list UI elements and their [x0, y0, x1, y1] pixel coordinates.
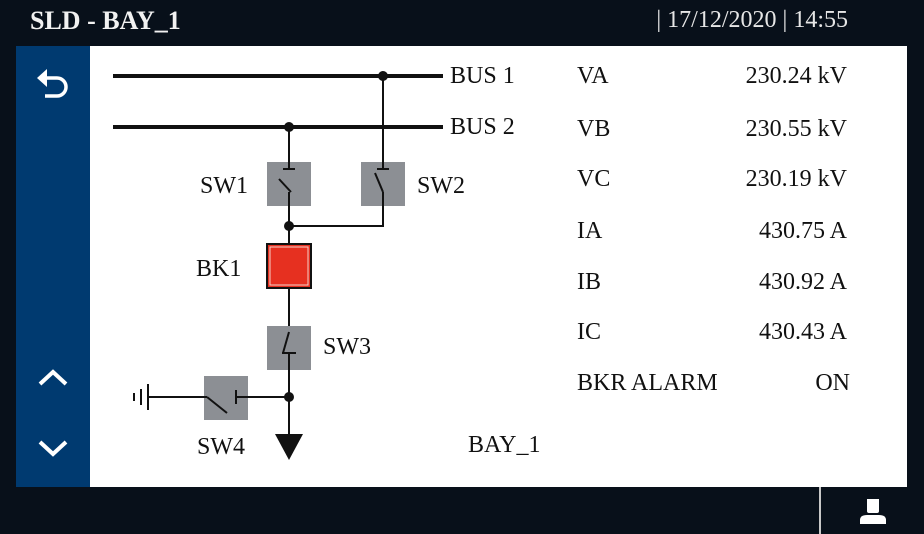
measurement-row: IA 430.75 A [577, 218, 847, 248]
measurement-name: VA [577, 63, 609, 89]
measurement-name: IB [577, 269, 601, 295]
measurement-row: VA 230.24 kV [577, 63, 847, 93]
measurement-name: IA [577, 218, 603, 244]
measurement-name: BKR ALARM [577, 370, 718, 396]
footer-divider [819, 487, 821, 534]
measurement-name: IC [577, 319, 601, 345]
measurement-value: 230.24 kV [745, 63, 847, 89]
ground-icon [133, 384, 149, 410]
measurement-value: 430.75 A [758, 218, 847, 244]
measurement-value: 230.19 kV [745, 166, 847, 192]
sw1-label: SW1 [200, 173, 248, 199]
sidebar [16, 46, 90, 487]
scroll-up-button[interactable] [16, 352, 90, 404]
single-line-diagram [113, 71, 443, 460]
sw2-label: SW2 [417, 173, 465, 199]
bus-1-label: BUS 1 [450, 63, 515, 89]
scroll-down-button[interactable] [16, 422, 90, 474]
bk1-breaker[interactable] [266, 243, 312, 289]
chevron-up-icon [38, 369, 68, 386]
sld-panel: BUS 1 BUS 2 SW1 SW2 BK1 SW3 SW4 BAY_1 VA… [90, 46, 907, 487]
bus-2-label: BUS 2 [450, 114, 515, 140]
back-button[interactable] [16, 58, 90, 110]
measurement-row: IB 430.92 A [577, 269, 847, 299]
bk1-label: BK1 [196, 256, 242, 282]
measurement-value: 230.55 kV [745, 116, 847, 142]
sw4-label: SW4 [197, 434, 245, 460]
bay-label: BAY_1 [468, 432, 541, 458]
user-button[interactable] [821, 487, 924, 534]
feeder-arrow-icon [275, 434, 303, 460]
measurement-row: IC 430.43 A [577, 319, 847, 349]
chevron-down-icon [38, 440, 68, 457]
measurement-value: 430.43 A [758, 319, 847, 345]
page-title: SLD - BAY_1 [30, 6, 181, 35]
measurement-name: VB [577, 116, 611, 142]
undo-arrow-icon [37, 69, 68, 98]
user-icon [859, 498, 886, 524]
measurement-row: VC 230.19 kV [577, 166, 847, 196]
measurement-value: ON [815, 370, 850, 396]
sw3-label: SW3 [323, 334, 371, 360]
measurement-name: VC [577, 166, 611, 192]
date-time: | 17/12/2020 | 14:55 [656, 7, 848, 33]
measurement-value: 430.92 A [758, 269, 847, 295]
measurement-row: BKR ALARM ON [577, 370, 850, 400]
measurement-row: VB 230.55 kV [577, 116, 847, 146]
